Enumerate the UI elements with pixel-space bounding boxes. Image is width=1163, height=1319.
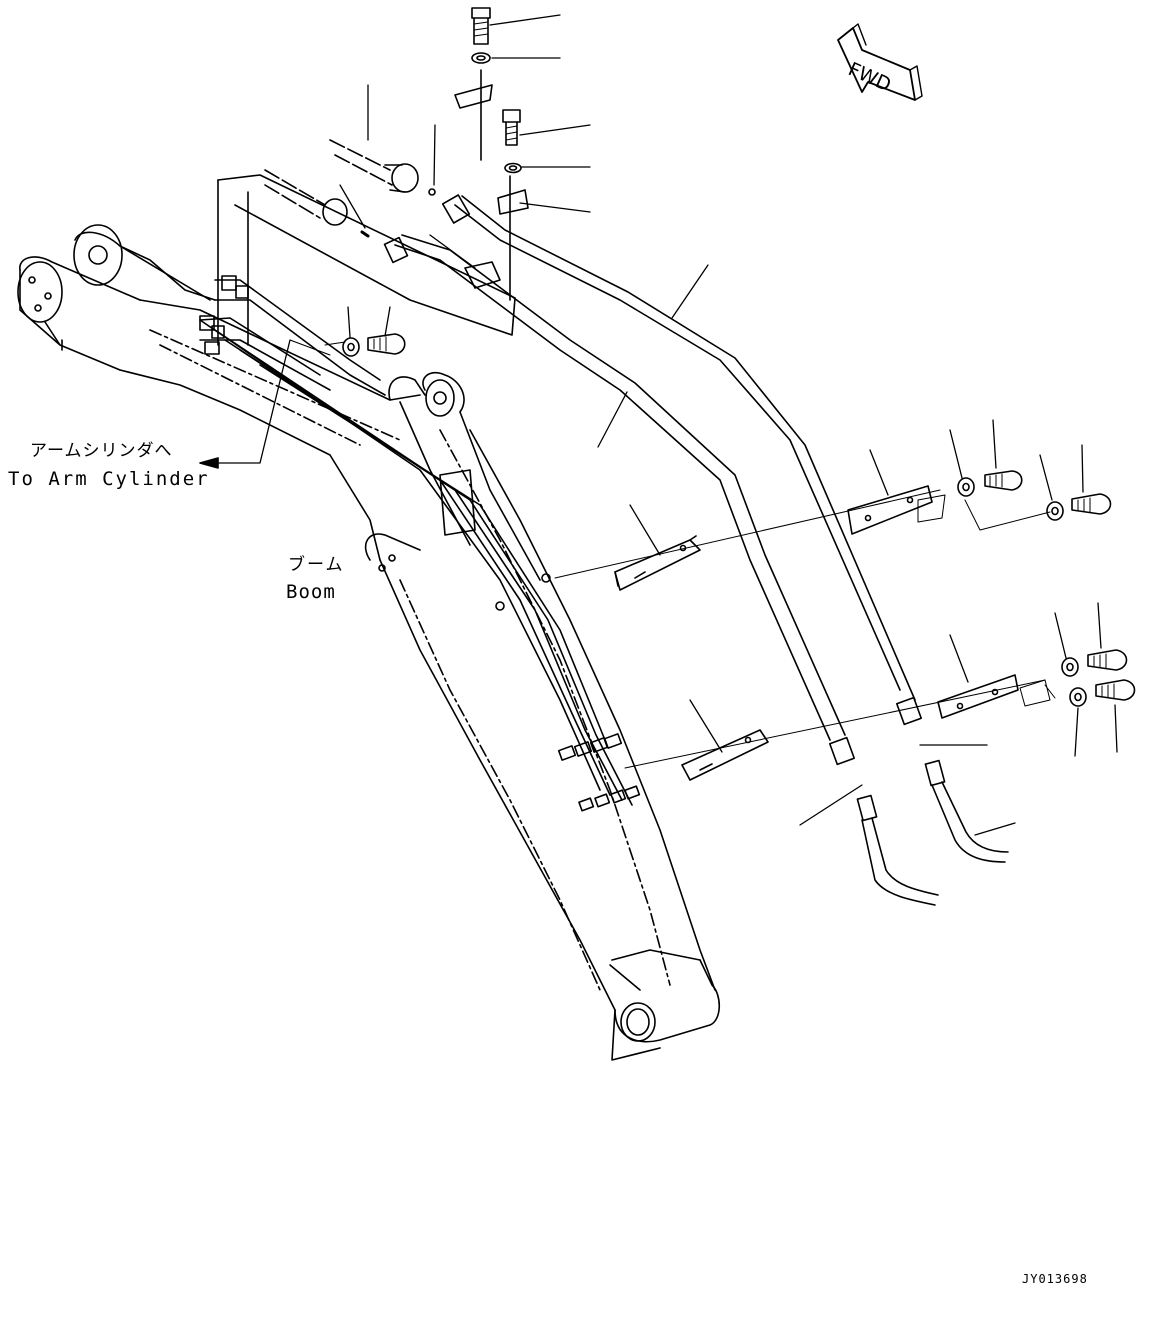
leader-lines xyxy=(199,14,1118,836)
arm-cylinder-label-jp: アームシリンダへ xyxy=(30,441,173,461)
arm-cylinder-label: To Arm Cylinder xyxy=(8,468,210,490)
clamp-brackets xyxy=(289,333,1136,781)
boom xyxy=(17,224,721,1061)
arm-cylinder-arrow-icon xyxy=(199,457,219,469)
lower-hoses xyxy=(856,759,1009,906)
fwd-arrow-icon xyxy=(837,23,923,101)
boom-label: Boom xyxy=(286,581,336,603)
boom-label-jp: ブーム xyxy=(288,555,345,575)
drawing-number: JY013698 xyxy=(1022,1272,1088,1286)
